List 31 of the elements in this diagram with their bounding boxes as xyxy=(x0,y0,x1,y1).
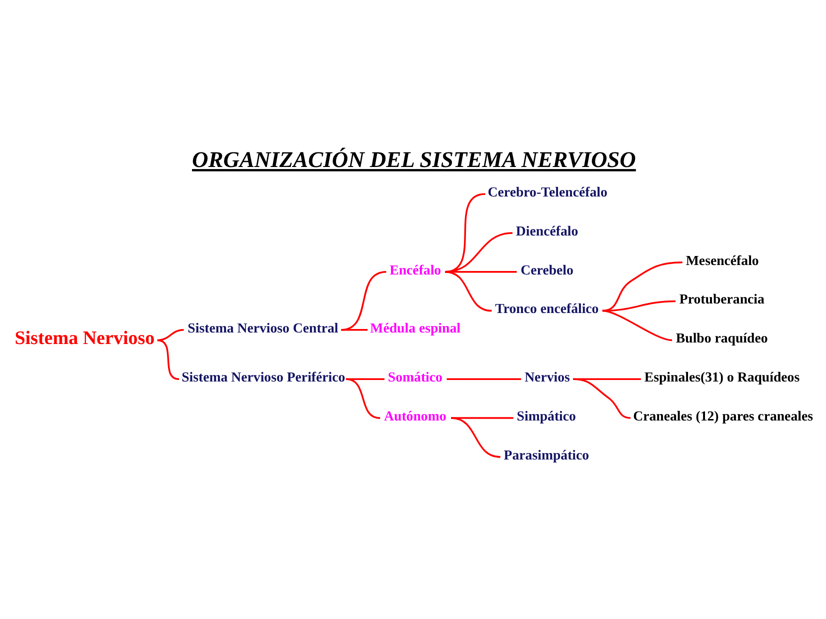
node-text: Craneales (12) pares craneales xyxy=(633,408,813,424)
node-text: Protuberancia xyxy=(679,292,764,307)
connector xyxy=(341,328,368,331)
connector xyxy=(451,417,514,419)
connector xyxy=(602,310,672,342)
connector xyxy=(157,328,184,342)
node-text: Parasimpático xyxy=(504,447,590,462)
node-text: Bulbo raquídeo xyxy=(676,330,768,346)
node-text: Cerebro-Telencéfalo xyxy=(488,184,608,200)
connector xyxy=(572,378,631,419)
diagram-title: ORGANIZACIÓN DEL SISTEMA NERVIOSO xyxy=(192,147,636,172)
node-text: Cerebelo xyxy=(520,262,574,278)
connector xyxy=(450,417,500,458)
node-text: Sistema Nervioso Central xyxy=(188,320,338,336)
connector xyxy=(602,262,682,312)
node-text: Encéfalo xyxy=(390,262,442,278)
connector xyxy=(341,271,386,331)
node-text: Sistema Nervioso Periférico xyxy=(182,370,346,385)
node-text: Tronco encefálico xyxy=(495,301,599,316)
node-text: Mesencéfalo xyxy=(686,252,759,268)
node-text: Espinales(31) o Raquídeos xyxy=(644,370,800,385)
connector xyxy=(446,378,522,380)
node-text: Sistema Nervioso xyxy=(14,328,155,350)
node-text: Autónomo xyxy=(384,408,446,424)
node-text: Diencéfalo xyxy=(516,223,578,238)
node-text: Simpático xyxy=(516,408,576,424)
node-text: Somático xyxy=(388,370,442,385)
connector xyxy=(444,271,492,312)
node-text: Médula espinal xyxy=(370,320,460,336)
node-text: Nervios xyxy=(524,370,570,385)
connector xyxy=(346,378,380,419)
